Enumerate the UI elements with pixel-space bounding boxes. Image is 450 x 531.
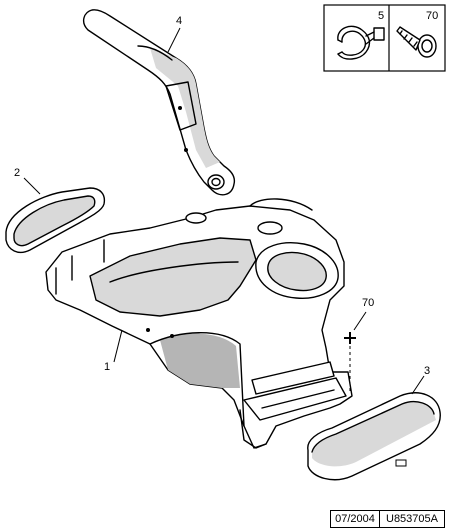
- cable-tie-clip-icon: [337, 25, 385, 60]
- bracket-part: [82, 9, 236, 196]
- callout-left-cover: 2: [14, 167, 20, 179]
- callout-right-cover: 3: [424, 365, 430, 377]
- legend-screw-ref: 70: [426, 10, 438, 22]
- parts-legend-box: 5 70: [323, 4, 446, 72]
- footer-reference: U853705A: [380, 510, 445, 528]
- right-cover-part: [307, 392, 441, 481]
- screw-icon: [396, 26, 437, 58]
- screw-part: [344, 332, 356, 392]
- legend-clip-ref: 5: [378, 10, 384, 22]
- left-cover-part: [5, 187, 106, 254]
- callout-console: 1: [104, 361, 110, 373]
- leader-lines: [23, 27, 425, 395]
- callout-bracket: 4: [176, 15, 182, 27]
- console-body-part: [45, 198, 353, 449]
- footer-date: 07/2004: [330, 510, 380, 528]
- callout-screw: 70: [362, 297, 374, 309]
